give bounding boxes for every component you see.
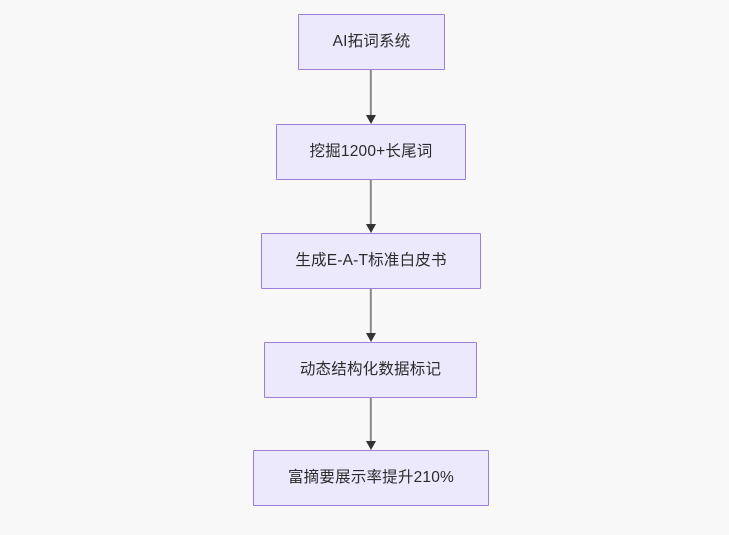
flow-edge-node2-node3 [361, 180, 381, 233]
edge-line [369, 70, 373, 116]
flow-edge-node1-node2 [361, 70, 381, 124]
flow-node-label: 挖掘1200+长尾词 [309, 142, 433, 160]
arrowhead-icon [366, 115, 376, 124]
edge-line [369, 289, 373, 334]
flow-node-label: 动态结构化数据标记 [299, 360, 442, 378]
arrowhead-icon [366, 224, 376, 233]
arrowhead-icon [366, 333, 376, 342]
arrowhead-icon [366, 441, 376, 450]
flow-node-label: AI拓词系统 [332, 32, 411, 50]
edge-line [369, 180, 373, 225]
flow-node-dynamic-structured-data[interactable]: 动态结构化数据标记 [264, 342, 477, 398]
flow-edge-node4-node5 [361, 398, 381, 450]
edge-line [369, 398, 373, 442]
flow-node-label: 富摘要展示率提升210% [287, 468, 455, 486]
flow-node-rich-snippet-uplift[interactable]: 富摘要展示率提升210% [253, 450, 489, 506]
flow-node-generate-eat-whitepaper[interactable]: 生成E-A-T标准白皮书 [261, 233, 481, 289]
flow-node-ai-keyword-system[interactable]: AI拓词系统 [298, 14, 445, 70]
flow-node-label: 生成E-A-T标准白皮书 [295, 251, 447, 269]
flow-edge-node3-node4 [361, 289, 381, 342]
flow-node-mine-longtail-keywords[interactable]: 挖掘1200+长尾词 [276, 124, 466, 180]
